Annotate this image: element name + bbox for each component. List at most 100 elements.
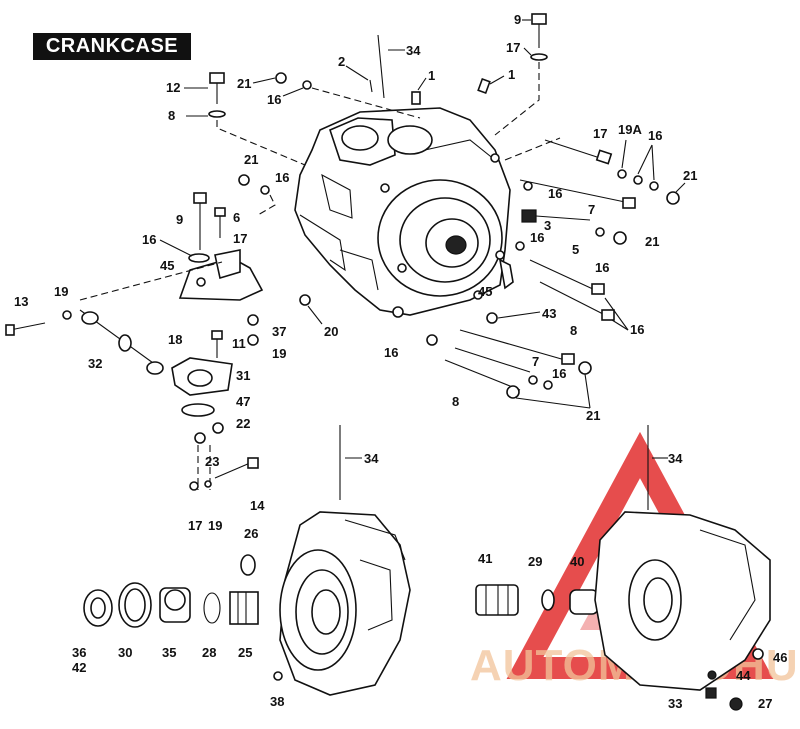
callout-21e: 21 (586, 408, 600, 423)
callout-23: 23 (205, 454, 219, 469)
callout-27: 27 (758, 696, 772, 711)
bolt-7a (519, 179, 636, 209)
callout-21a: 21 (237, 76, 251, 91)
callout-4: 16 (630, 322, 644, 337)
callout-28: 28 (202, 645, 216, 660)
bolt-4a (529, 259, 605, 295)
callout-16h: 43 (542, 306, 556, 321)
bolt-6 (214, 207, 226, 238)
bushing-35 (159, 587, 191, 623)
callout-16j: 16 (552, 366, 566, 381)
fitting-33 (705, 687, 717, 699)
washer-16a (302, 80, 312, 90)
plug-46 (752, 648, 764, 660)
race-30 (118, 582, 152, 628)
callout-16f: 16 (595, 260, 609, 275)
callout-16b: 16 (648, 128, 662, 143)
nut-19b (247, 314, 259, 326)
washer-16b2 (649, 181, 659, 191)
callout-46: 46 (773, 650, 787, 665)
callout-45: 45 (160, 258, 174, 273)
callout-19a: 19 (54, 284, 68, 299)
callout-32: 32 (88, 356, 102, 371)
callout-19c: 19 (208, 518, 222, 533)
callout-34c: 34 (668, 451, 683, 466)
bolt-4b (539, 281, 615, 321)
callout-25: 25 (238, 645, 252, 660)
washer-24 (247, 334, 259, 346)
callout-47: 47 (236, 394, 250, 409)
callout-30: 30 (118, 645, 132, 660)
callout-16e: 16 (530, 230, 544, 245)
ring-26 (240, 554, 256, 576)
callout-12: 12 (166, 80, 180, 95)
crankcase-lower-left (279, 511, 411, 696)
callout-11: 11 (232, 336, 246, 351)
callout-16i: 16 (384, 345, 398, 360)
callout-8c: 8 (452, 394, 459, 409)
snap-ring-28 (203, 592, 221, 624)
fitting-27 (729, 697, 743, 711)
washer-19a (62, 310, 72, 320)
bolt-14 (214, 457, 259, 479)
callout-16g: 16 (142, 232, 156, 247)
callout-29: 29 (528, 554, 542, 569)
callout-5: 5 (572, 242, 579, 257)
bolt-9-top (530, 13, 548, 61)
callout-44: 44 (736, 668, 751, 683)
callout-7a: 7 (588, 202, 595, 217)
plug-3 (521, 209, 591, 223)
callout-31: 31 (236, 368, 250, 383)
callout-14: 14 (250, 498, 265, 513)
callout-19b: 37 (272, 324, 286, 339)
bolt-13 (5, 322, 46, 336)
callout-16d: 16 (548, 186, 562, 201)
callout-24: 19 (272, 346, 286, 361)
callout-17b: 8 (168, 108, 175, 123)
dowel-1b (477, 77, 491, 95)
callout-7b: 7 (532, 354, 539, 369)
callout-1a: 1 (428, 68, 435, 83)
callout-19A: 19A (618, 122, 642, 137)
callout-18: 18 (168, 332, 182, 347)
bolt-12 (208, 72, 226, 118)
callout-20: 20 (324, 324, 338, 339)
callout-33: 33 (668, 696, 682, 711)
washer-19A (617, 169, 627, 179)
fitting-44 (707, 670, 717, 680)
callout-8a: 17 (593, 126, 607, 141)
plate-47 (181, 403, 215, 417)
callout-17a: 17 (506, 40, 520, 55)
callout-36: 36 (72, 645, 86, 660)
nut-21b (666, 191, 680, 205)
callout-26: 26 (244, 526, 258, 541)
callout-9a: 9 (514, 12, 521, 27)
stabilizer-rod-32 (79, 309, 164, 375)
clip-43 (498, 258, 514, 290)
nut-21a (275, 72, 287, 84)
bolt-8b (459, 329, 575, 365)
callout-8b: 8 (570, 323, 577, 338)
nut-22 (212, 422, 224, 434)
bearing-25 (229, 591, 259, 625)
bracket-45 (178, 249, 264, 301)
bolt-9b (193, 192, 207, 250)
callout-22: 22 (236, 416, 250, 431)
bolt-8a (544, 139, 613, 165)
callout-16a: 16 (267, 92, 281, 107)
callout-6: 6 (233, 210, 240, 225)
callout-43: 45 (478, 284, 492, 299)
callout-13: 13 (14, 294, 28, 309)
bolt-11 (211, 330, 223, 358)
bolt-7b (454, 347, 531, 373)
callout-38: 38 (270, 694, 284, 709)
callout-34b: 34 (364, 451, 379, 466)
callout-17d: 17 (188, 518, 202, 533)
washer-16c (260, 185, 270, 195)
bearing-41 (475, 584, 519, 616)
nut-21c (238, 174, 250, 186)
stud-34-top (377, 34, 385, 99)
callout-41: 41 (478, 551, 492, 566)
crankcase-upper (294, 107, 511, 318)
